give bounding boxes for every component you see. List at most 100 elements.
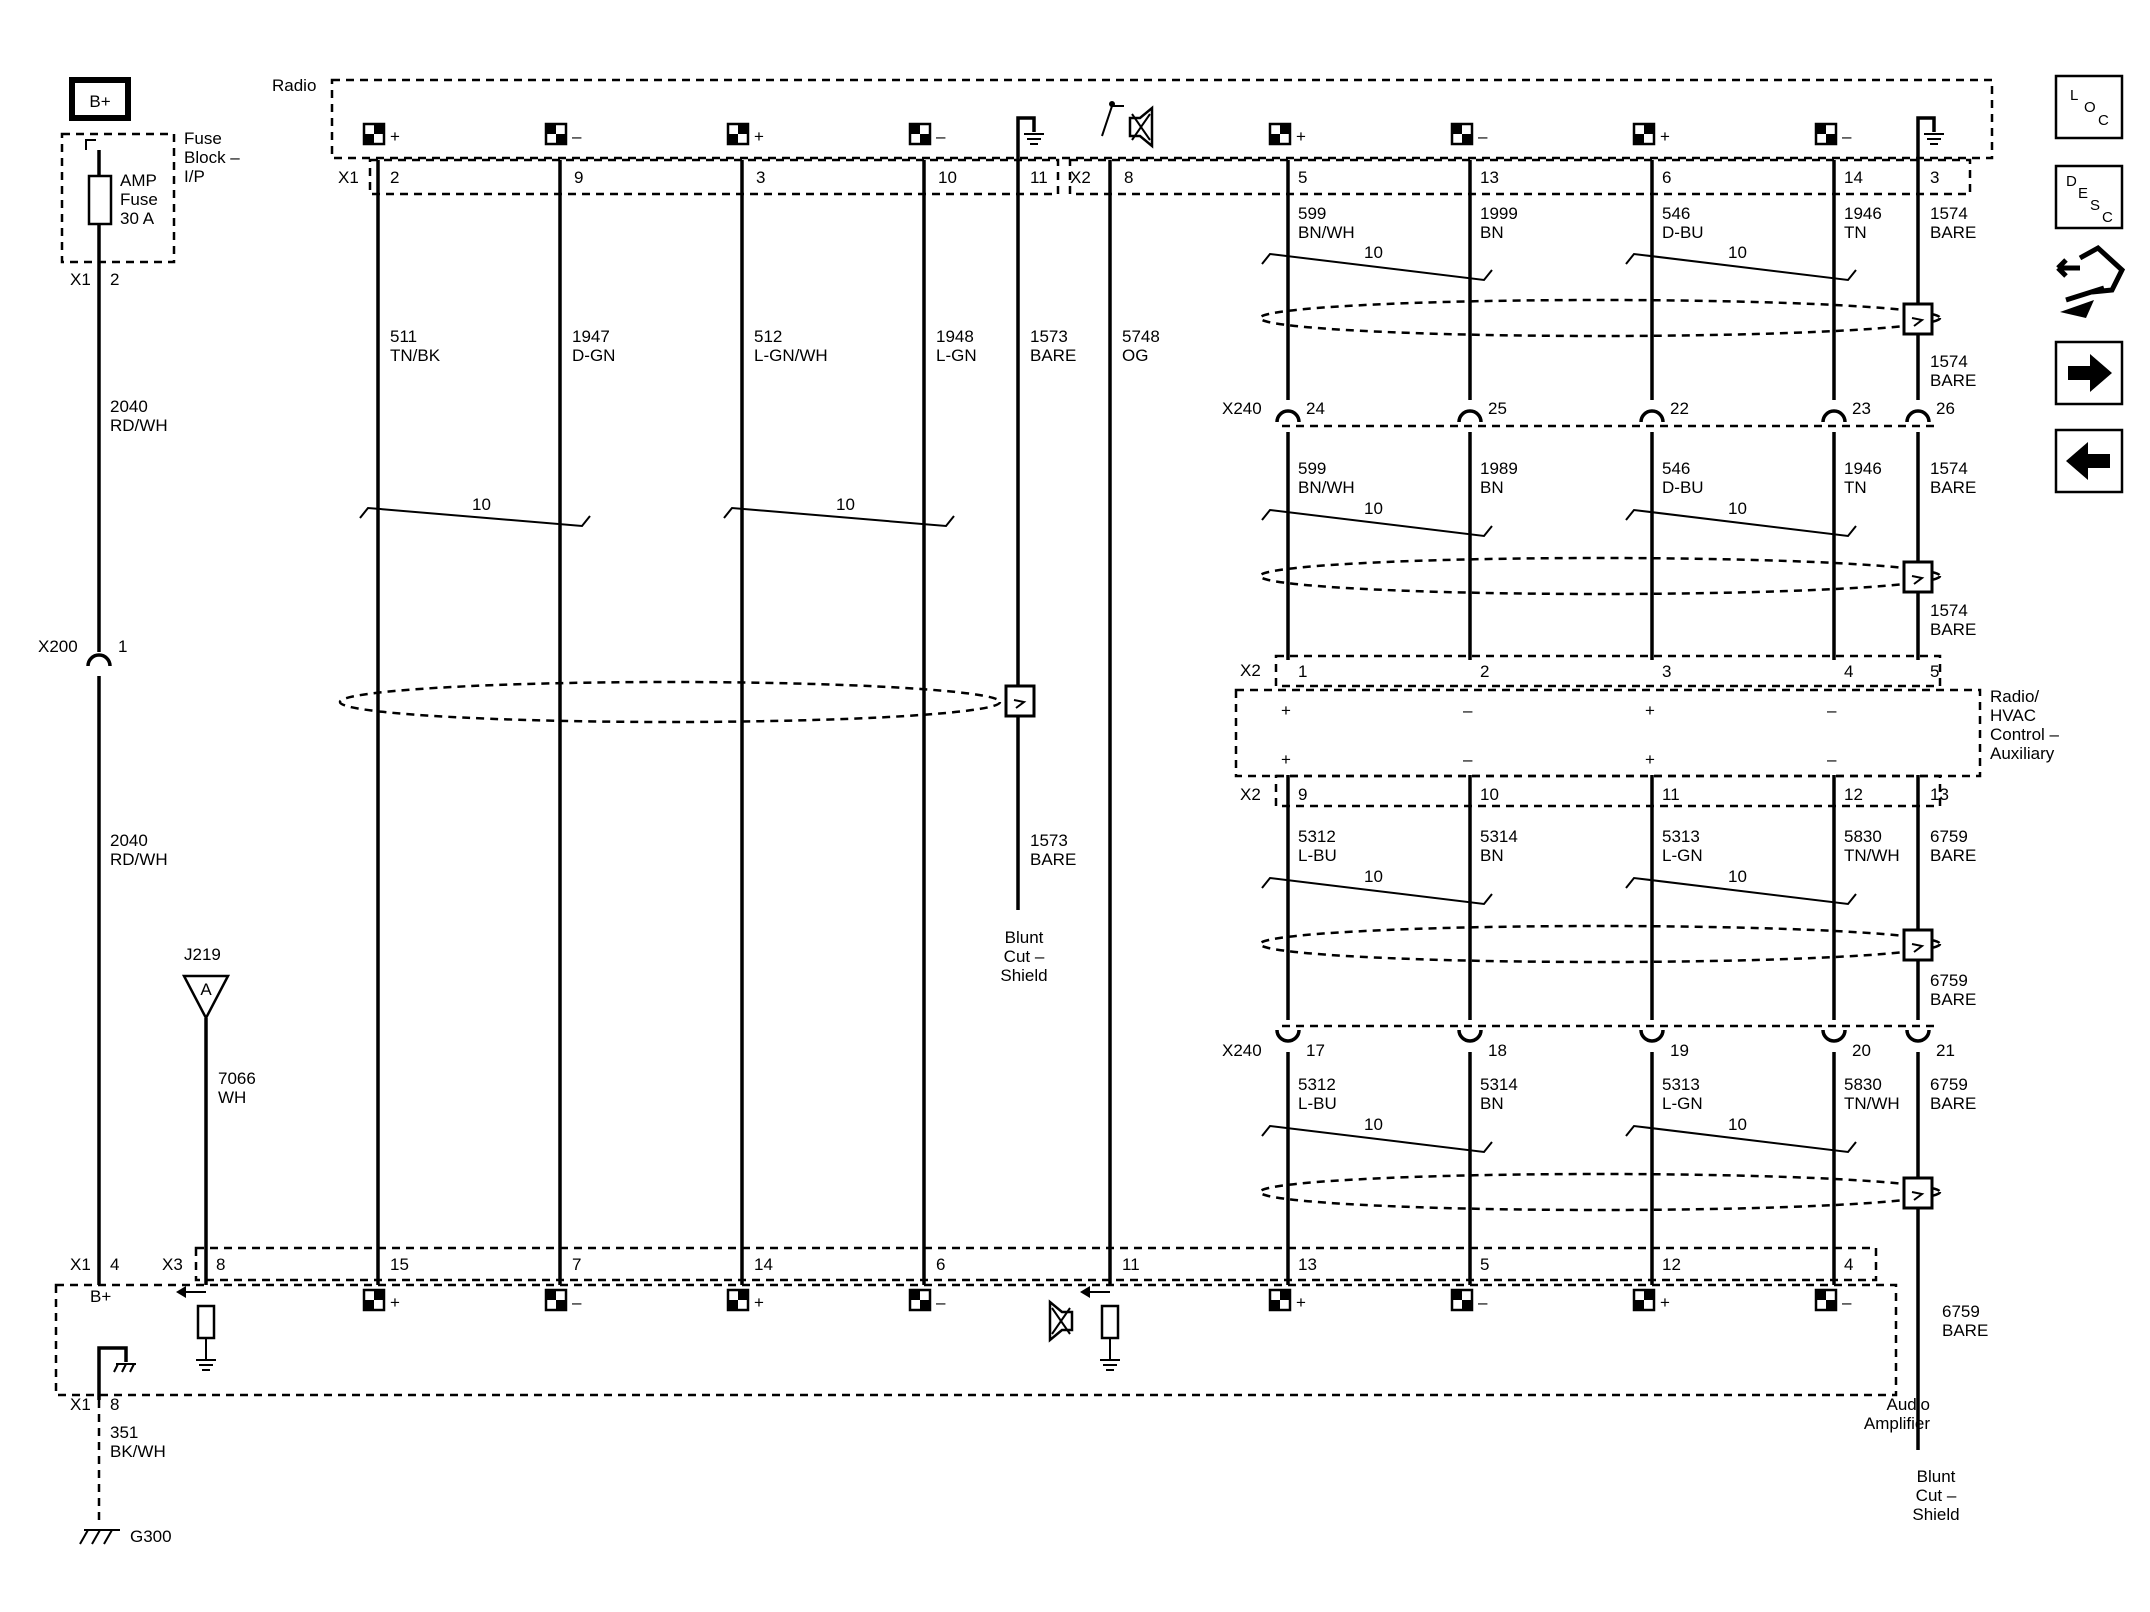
amp-title-1: Audio xyxy=(1887,1395,1930,1414)
amp-speaker-input-icon: – xyxy=(1814,1288,1852,1312)
wire-1999-color: BN xyxy=(1480,223,1504,242)
right-shield-end-3: Shield xyxy=(1912,1505,1959,1524)
wire-5314-color: BN xyxy=(1480,846,1504,865)
aux-polarity: + xyxy=(1281,701,1291,720)
fuse-label-1: AMP xyxy=(120,171,157,190)
radio-x2-label: X2 xyxy=(1070,168,1091,187)
wire-5830-circuit: 5830 xyxy=(1844,827,1882,846)
wire-1573-circuit: 1573 xyxy=(1030,327,1068,346)
power-wire-upper-circuit: 2040 xyxy=(110,397,148,416)
amp-pin: 12 xyxy=(1662,1255,1681,1274)
cable-shield-icon xyxy=(338,680,1002,724)
amp-x3-label: X3 xyxy=(162,1255,183,1274)
radio-title: Radio xyxy=(272,76,316,95)
next-arrow-button[interactable] xyxy=(2054,340,2124,406)
aux-output-connector: X2 xyxy=(1240,785,1261,804)
wire-1946-mid-color: TN xyxy=(1844,478,1867,497)
x240-lower-pin-17: 17 xyxy=(1306,1041,1325,1060)
description-letter: S xyxy=(2090,197,2100,214)
radio-speaker-output-icon: – xyxy=(544,122,582,146)
inline-connector-x200: X200 xyxy=(38,637,78,656)
wire-1946-color: TN xyxy=(1844,223,1867,242)
shield-wire-a-color: BARE xyxy=(1930,371,1976,390)
antenna-wire-circuit: 7066 xyxy=(218,1069,256,1088)
x240-upper-pin-22: 22 xyxy=(1670,399,1689,418)
radio-x2-pin-14: 14 xyxy=(1844,168,1863,187)
radio-speaker-output-icon: + xyxy=(726,122,764,146)
arrow-right-icon xyxy=(2068,354,2112,392)
wire-6759-circuit: 6759 xyxy=(1930,827,1968,846)
svg-text:+: + xyxy=(1296,127,1306,146)
aux-input-connector: X2 xyxy=(1240,661,1261,680)
radio-speaker-output-icon: + xyxy=(362,122,400,146)
wire-599-mid-color: BN/WH xyxy=(1298,478,1355,497)
wire-512-color: L-GN/WH xyxy=(754,346,828,365)
aux-polarity: + xyxy=(1281,750,1291,769)
svg-text:10: 10 xyxy=(1728,499,1747,518)
radio-speaker-output-icon: – xyxy=(1814,122,1852,146)
radio-speaker-output-icon: – xyxy=(1450,122,1488,146)
previous-arrow-button[interactable] xyxy=(2054,428,2124,494)
radio-speaker-output-icon: + xyxy=(1268,122,1306,146)
wire-6759-bot-color: BARE xyxy=(1930,1094,1976,1113)
wire-1948-circuit: 1948 xyxy=(936,327,974,346)
amp-pin: 7 xyxy=(572,1255,581,1274)
locator-letter: L xyxy=(2070,87,2078,104)
antenna-id: J219 xyxy=(184,945,221,964)
wire-5830-bot-circuit: 5830 xyxy=(1844,1075,1882,1094)
fuse-connector: X1 xyxy=(70,270,91,289)
power-wire-lower-circuit: 2040 xyxy=(110,831,148,850)
shield-wire-b-color: BARE xyxy=(1930,620,1976,639)
amp-power-label: B+ xyxy=(90,1287,111,1306)
aux-control-module: X2 X2 1 2 3 4 5 9 10 11 12 13 + – + – + … xyxy=(1234,654,2060,808)
amp-x1-label: X1 xyxy=(70,1255,91,1274)
description-button[interactable]: D E S C xyxy=(2054,164,2124,230)
wire-5830-color: TN/WH xyxy=(1844,846,1900,865)
power-wire-lower-color: RD/WH xyxy=(110,850,168,869)
wire-1947-circuit: 1947 xyxy=(572,327,610,346)
right-shield-end-1: Blunt xyxy=(1917,1467,1956,1486)
locator-button[interactable]: L O C xyxy=(2054,74,2124,140)
aux-polarity: – xyxy=(1827,701,1837,720)
ground-wire-circuit: 351 xyxy=(110,1423,138,1442)
antenna-symbol-letter: A xyxy=(200,980,212,999)
wire-1948-color: L-GN xyxy=(936,346,977,365)
right-wire-bundle: 599 BN/WH 1999 BN 546 D-BU 1946 TN 1574 … xyxy=(1222,160,2060,1524)
locator-letter: O xyxy=(2084,99,2096,116)
wire-1947-color: D-GN xyxy=(572,346,615,365)
radio-x2-pin-8: 8 xyxy=(1124,168,1133,187)
x240-upper-pin-26: 26 xyxy=(1936,399,1955,418)
twisted-pair-marker: 10 xyxy=(1261,1115,1493,1154)
antenna-input-resistor-icon xyxy=(176,1286,216,1371)
wire-599-color: BN/WH xyxy=(1298,223,1355,242)
radio-x2-pin-5: 5 xyxy=(1298,168,1307,187)
inline-connector-icon xyxy=(86,653,112,667)
amp-pin: 4 xyxy=(1844,1255,1853,1274)
twisted-pair-marker: 10 xyxy=(1625,499,1857,538)
aux-out-pin: 11 xyxy=(1662,785,1680,804)
svg-text:10: 10 xyxy=(1728,243,1747,262)
connector-link-icon[interactable] xyxy=(2056,244,2126,318)
wire-546-circuit: 546 xyxy=(1662,204,1690,223)
cable-shield-icon xyxy=(1258,1172,1942,1212)
right-shield-wire-color: BARE xyxy=(1942,1321,1988,1340)
radio-speaker-output-icon: – xyxy=(908,122,946,146)
aux-title-3: Control – xyxy=(1990,725,2060,744)
aux-title-1: Radio/ xyxy=(1990,687,2039,706)
fuse-label-3: 30 A xyxy=(120,209,155,228)
amp-speaker-input-icon: – xyxy=(544,1288,582,1312)
cable-shield-icon xyxy=(1258,556,1942,596)
inline-connector-icon xyxy=(1275,1029,1931,1043)
shield-low-wire-color: BARE xyxy=(1930,990,1976,1009)
aux-title-4: Auxiliary xyxy=(1990,744,2055,763)
radio-x1-label: X1 xyxy=(338,168,359,187)
ground-wire-color: BK/WH xyxy=(110,1442,166,1461)
radio-x1-connector xyxy=(368,158,1060,196)
amp-pin: 11 xyxy=(1122,1255,1140,1274)
amp-ground-pin: 8 xyxy=(110,1395,119,1414)
amp-speaker-input-icon: + xyxy=(1268,1288,1306,1312)
fuse-pin: 2 xyxy=(110,270,119,289)
svg-text:+: + xyxy=(390,1293,400,1312)
wire-5313-color: L-GN xyxy=(1662,846,1703,865)
